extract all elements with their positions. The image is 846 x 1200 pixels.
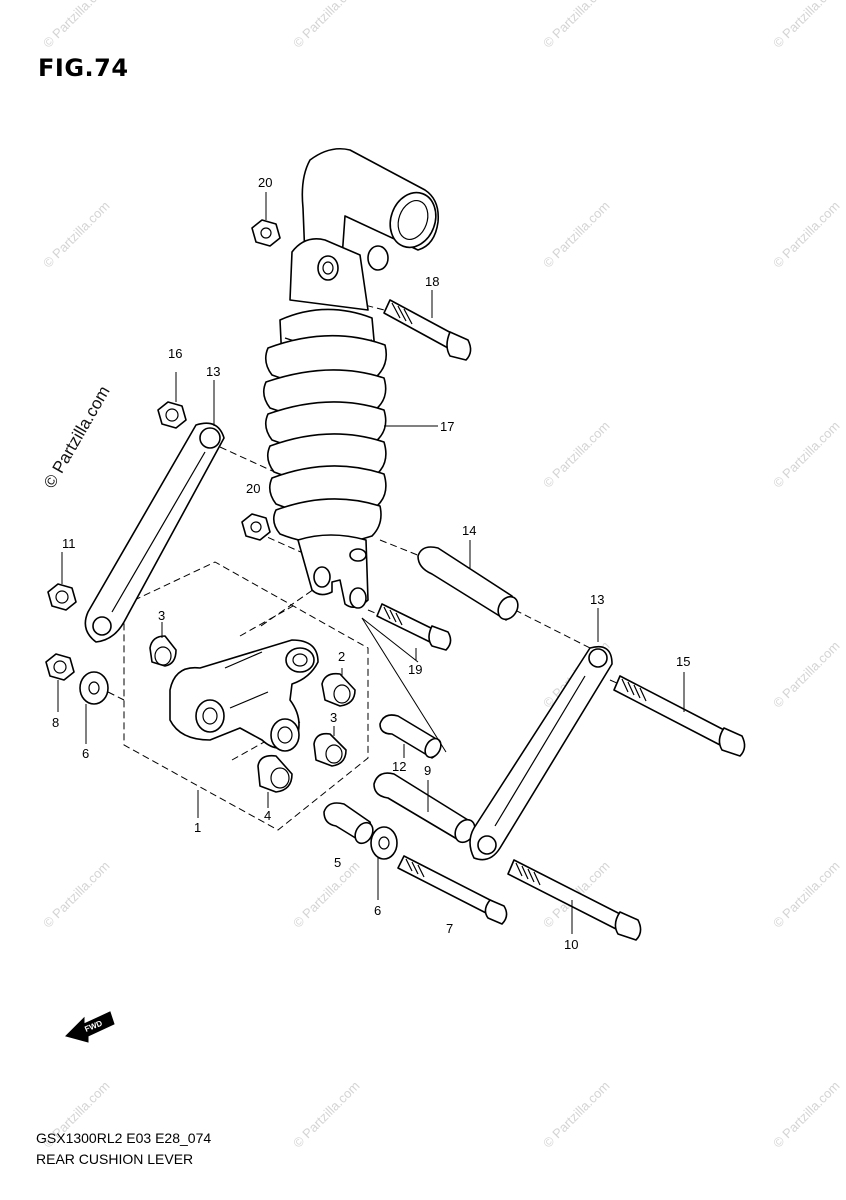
spacer-5 — [323, 802, 374, 845]
bolt-15 — [613, 675, 746, 757]
callout-18: 18 — [425, 274, 439, 289]
bolt-19 — [376, 603, 452, 651]
spacer-14 — [417, 546, 519, 621]
alignment-line — [257, 532, 331, 566]
callout-16: 16 — [168, 346, 182, 361]
bearing-2 — [321, 672, 356, 707]
callout-10: 10 — [564, 937, 578, 952]
callout-labels: 20 18 16 13 17 20 11 14 13 3 2 15 8 6 3 … — [52, 175, 690, 952]
bearing-4 — [257, 754, 293, 793]
alignment-line — [344, 299, 393, 313]
callout-13: 13 — [206, 364, 220, 379]
leader-lines — [57, 192, 685, 934]
alignment-line — [107, 691, 125, 701]
nut-20-middle — [241, 513, 271, 541]
assembly-guide-line — [239, 605, 294, 637]
callout-2: 2 — [338, 649, 345, 664]
washer-6-left — [79, 671, 109, 705]
callout-20: 20 — [246, 481, 260, 496]
callout-19: 19 — [408, 662, 422, 677]
callout-8: 8 — [52, 715, 59, 730]
callout-6: 6 — [374, 903, 381, 918]
bearing-3-top — [149, 635, 177, 667]
nut-11 — [47, 583, 77, 611]
callout-4: 4 — [264, 808, 271, 823]
callout-14: 14 — [462, 523, 476, 538]
callout-3: 3 — [158, 608, 165, 623]
bolt-18 — [383, 299, 472, 361]
callout-12: 12 — [392, 759, 406, 774]
lever-assembly-boundary — [123, 561, 369, 831]
bolt-10 — [507, 859, 642, 941]
callout-3: 3 — [330, 710, 337, 725]
bolt-7 — [397, 855, 508, 925]
callout-1: 1 — [194, 820, 201, 835]
callout-9: 9 — [424, 763, 431, 778]
cushion-rod-13-left — [84, 422, 225, 643]
callout-7: 7 — [446, 921, 453, 936]
nut-16 — [157, 401, 187, 429]
diagram-name: REAR CUSHION LEVER — [36, 1151, 194, 1167]
model-code: GSX1300RL2 E03 E28_074 — [36, 1130, 212, 1146]
cushion-lever-1 — [169, 639, 319, 752]
figure-title: FIG.74 — [38, 54, 129, 82]
callout-6: 6 — [82, 746, 89, 761]
washer-6-bottom — [370, 826, 398, 860]
nut-8 — [45, 653, 75, 681]
alignment-line — [514, 609, 591, 649]
callout-13: 13 — [590, 592, 604, 607]
callout-17: 17 — [440, 419, 454, 434]
callout-11: 11 — [62, 536, 76, 551]
callout-15: 15 — [676, 654, 690, 669]
spacer-12 — [379, 714, 442, 759]
nut-20-top — [251, 219, 281, 247]
forward-arrow-icon: FWD — [65, 1011, 115, 1043]
callout-5: 5 — [334, 855, 341, 870]
rear-shock-absorber — [262, 147, 440, 609]
callout-20: 20 — [258, 175, 272, 190]
bearing-3-bottom — [313, 732, 347, 767]
cushion-rod-13-right — [469, 645, 613, 861]
